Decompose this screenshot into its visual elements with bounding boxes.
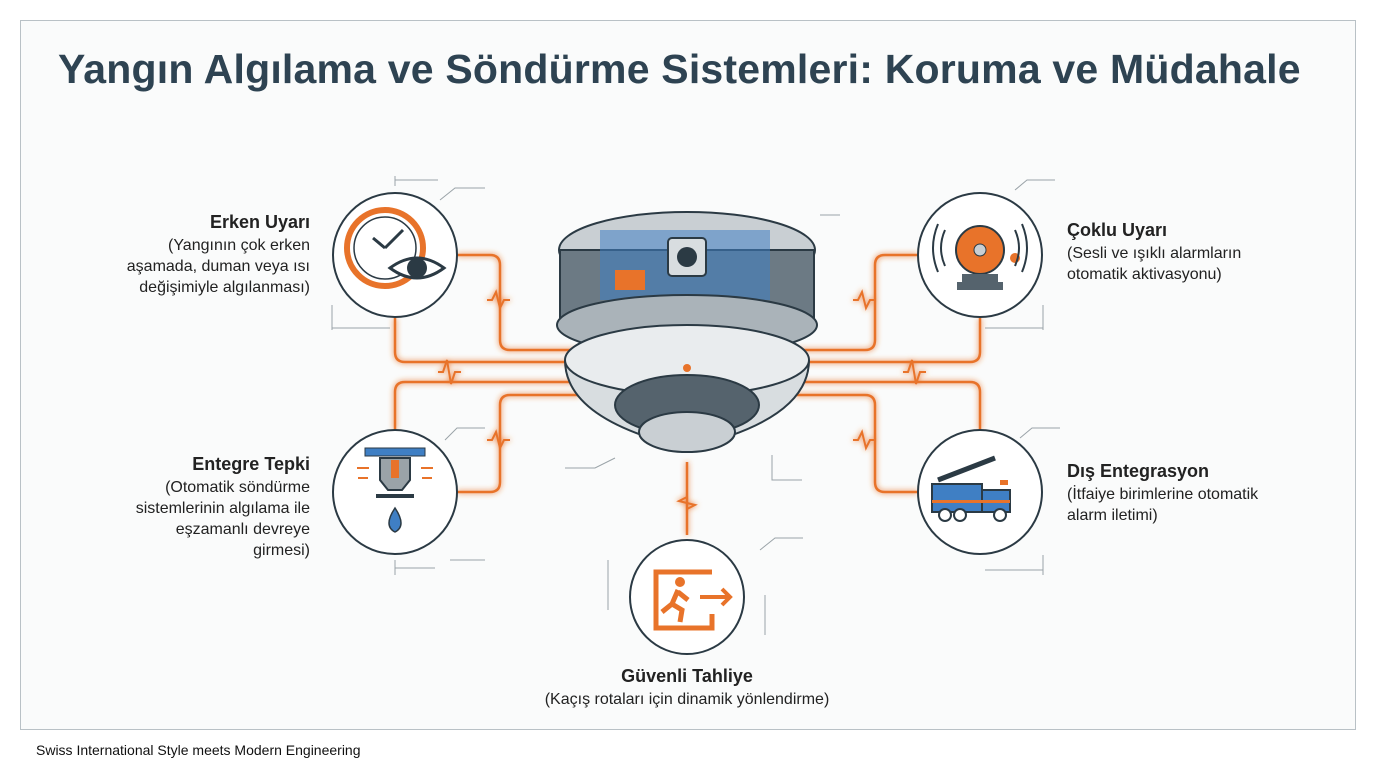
early-warning-circle xyxy=(332,192,458,318)
feature-title: Entegre Tepki xyxy=(192,454,310,474)
integrated-response-circle xyxy=(332,429,458,555)
dimension-marks xyxy=(331,176,1060,635)
multi-alert-circle xyxy=(917,192,1043,318)
alarm-bell-icon xyxy=(932,223,1028,290)
exit-sign-icon xyxy=(653,569,733,631)
clock-eye-icon xyxy=(344,207,447,289)
feature-multi-alert: Çoklu Uyarı (Sesli ve ışıklı alarmların … xyxy=(1067,220,1267,285)
feature-title: Çoklu Uyarı xyxy=(1067,220,1168,240)
feature-description: (Yangının çok erken aşamada, duman veya … xyxy=(126,237,310,296)
feature-early-warning: Erken Uyarı (Yangının çok erken aşamada,… xyxy=(120,212,310,298)
feature-description: (Kaçış rotaları için dinamik yönlendirme… xyxy=(544,691,830,708)
smoke-detector-illustration xyxy=(556,211,818,453)
footer-caption: Swiss International Style meets Modern E… xyxy=(36,742,361,758)
feature-description: (İtfaiye birimlerine otomatik alarm ilet… xyxy=(1067,486,1259,524)
feature-safe-evacuation: Güvenli Tahliye (Kaçış rotaları için din… xyxy=(507,666,867,710)
feature-description: (Sesli ve ışıklı alarmların otomatik akt… xyxy=(1067,245,1242,283)
feature-title: Erken Uyarı xyxy=(209,212,310,232)
sprinkler-icon xyxy=(357,447,433,533)
external-integration-circle xyxy=(917,429,1043,555)
feature-title: Dış Entegrasyon xyxy=(1067,461,1210,481)
connector-lines xyxy=(393,253,982,535)
feature-description: (Otomatik söndürme sistemlerinin algılam… xyxy=(135,479,310,559)
feature-integrated-response: Entegre Tepki (Otomatik söndürme sisteml… xyxy=(120,454,310,561)
safe-evacuation-circle xyxy=(629,539,745,655)
feature-external-integration: Dış Entegrasyon (İtfaiye birimlerine oto… xyxy=(1067,461,1297,526)
fire-truck-icon xyxy=(931,455,1011,522)
page-title: Yangın Algılama ve Söndürme Sistemleri: … xyxy=(58,46,1301,92)
feature-title: Güvenli Tahliye xyxy=(621,666,753,686)
